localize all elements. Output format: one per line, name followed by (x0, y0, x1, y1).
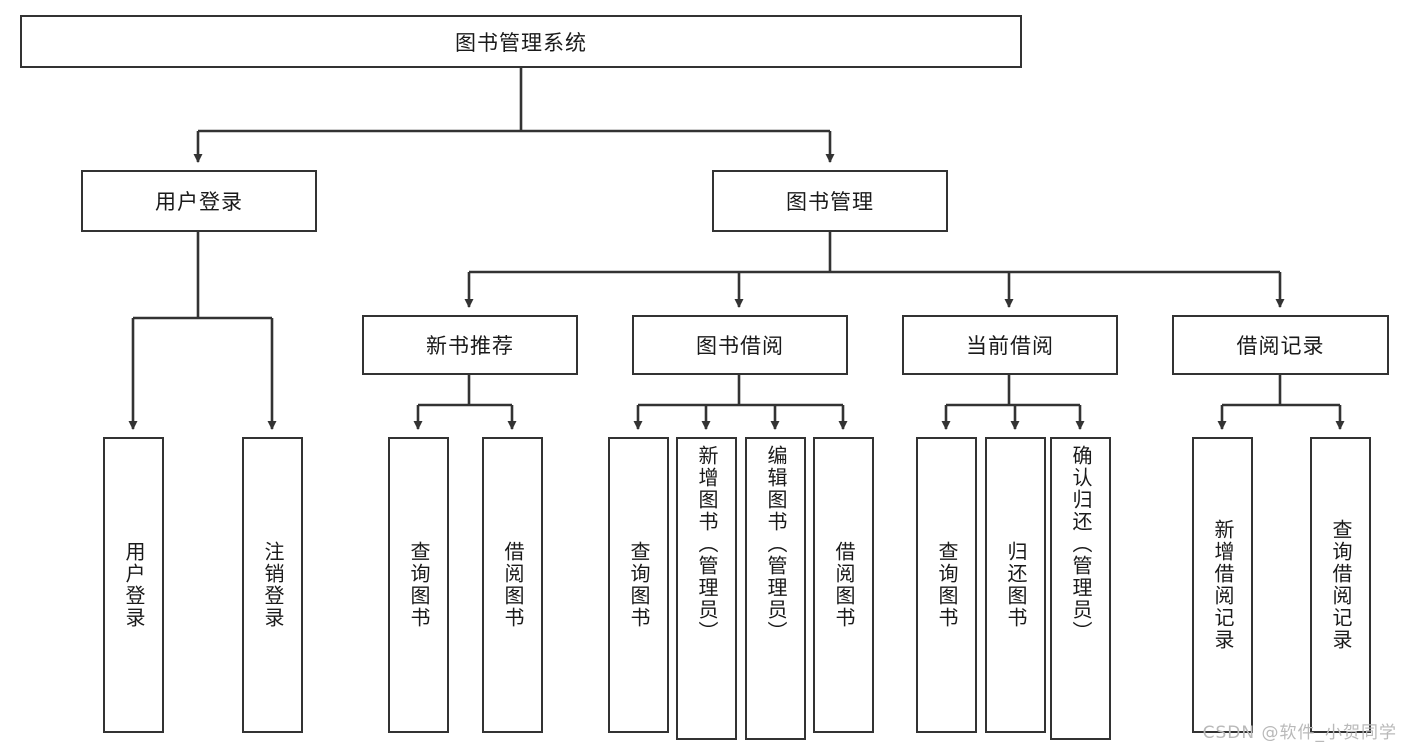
node-leaf-borrow-book-2[interactable]: 借阅图书 (813, 437, 874, 733)
node-leaf-add-record-label: 新增借阅记录 (1211, 519, 1235, 651)
node-leaf-logout[interactable]: 注销登录 (242, 437, 303, 733)
node-borrow-record[interactable]: 借阅记录 (1172, 315, 1389, 375)
node-root-label: 图书管理系统 (455, 30, 587, 55)
node-current-borrow[interactable]: 当前借阅 (902, 315, 1118, 375)
node-leaf-logout-label: 注销登录 (261, 541, 285, 629)
node-leaf-query-book-2-label: 查询图书 (627, 541, 651, 629)
node-leaf-user-login[interactable]: 用户登录 (103, 437, 164, 733)
node-leaf-add-book-label: 新增图书（管理员） (695, 445, 719, 643)
node-leaf-confirm-return[interactable]: 确认归还（管理员） (1050, 437, 1111, 740)
node-leaf-query-book-3-label: 查询图书 (935, 541, 959, 629)
node-current-borrow-label: 当前借阅 (966, 334, 1054, 358)
node-leaf-borrow-book-1-label: 借阅图书 (501, 541, 525, 629)
node-leaf-user-login-label: 用户登录 (122, 541, 146, 629)
node-user-login-label: 用户登录 (155, 190, 243, 214)
node-root[interactable]: 图书管理系统 (20, 15, 1022, 68)
node-leaf-borrow-book-2-label: 借阅图书 (832, 541, 856, 629)
node-book-borrow-label: 图书借阅 (696, 334, 784, 358)
node-leaf-query-book-2[interactable]: 查询图书 (608, 437, 669, 733)
node-leaf-edit-book-label: 编辑图书（管理员） (764, 445, 788, 643)
node-new-book-recommend-label: 新书推荐 (426, 334, 514, 358)
node-leaf-query-record-label: 查询借阅记录 (1329, 519, 1353, 651)
node-leaf-query-record[interactable]: 查询借阅记录 (1310, 437, 1371, 733)
node-book-borrow[interactable]: 图书借阅 (632, 315, 848, 375)
node-book-mgmt[interactable]: 图书管理 (712, 170, 948, 232)
node-leaf-add-record[interactable]: 新增借阅记录 (1192, 437, 1253, 733)
node-leaf-confirm-return-label: 确认归还（管理员） (1069, 445, 1093, 643)
node-leaf-return-book[interactable]: 归还图书 (985, 437, 1046, 733)
node-leaf-query-book-1-label: 查询图书 (407, 541, 431, 629)
node-leaf-query-book-1[interactable]: 查询图书 (388, 437, 449, 733)
node-new-book-recommend[interactable]: 新书推荐 (362, 315, 578, 375)
node-book-mgmt-label: 图书管理 (786, 190, 874, 214)
node-leaf-borrow-book-1[interactable]: 借阅图书 (482, 437, 543, 733)
node-user-login[interactable]: 用户登录 (81, 170, 317, 232)
node-leaf-query-book-3[interactable]: 查询图书 (916, 437, 977, 733)
node-leaf-return-book-label: 归还图书 (1004, 541, 1028, 629)
node-leaf-edit-book[interactable]: 编辑图书（管理员） (745, 437, 806, 740)
node-leaf-add-book[interactable]: 新增图书（管理员） (676, 437, 737, 740)
node-borrow-record-label: 借阅记录 (1236, 334, 1325, 358)
